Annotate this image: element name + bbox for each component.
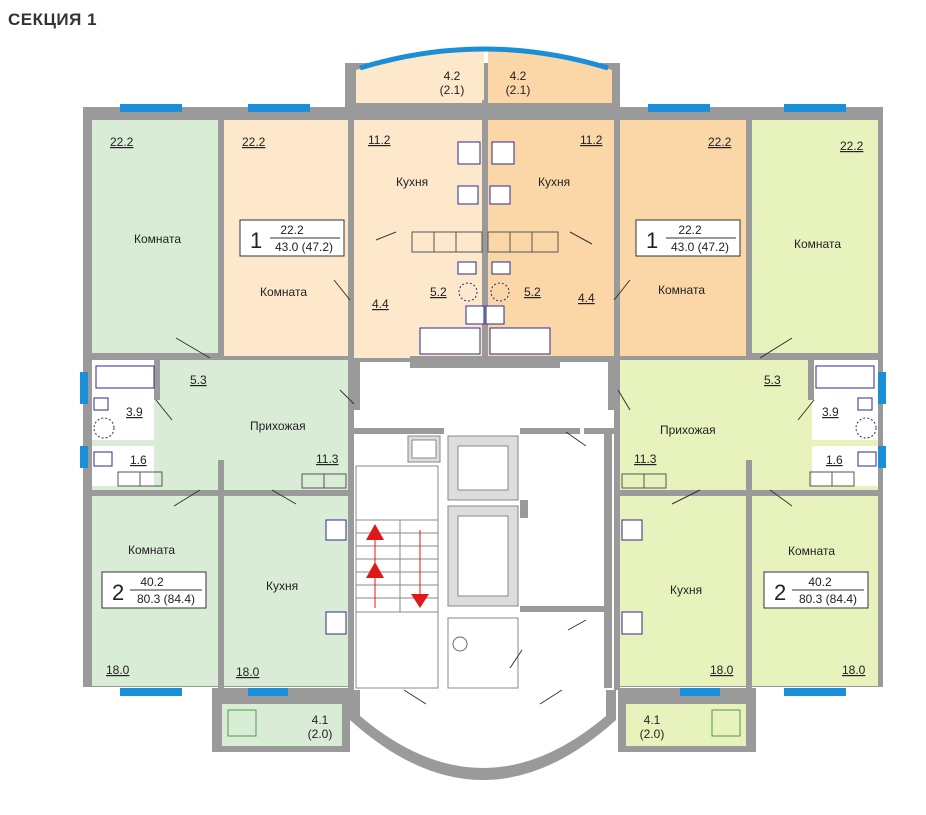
rt-badge-living: 22.2 [678,223,702,237]
lobby-walls [354,356,614,688]
lt-badge-rooms: 1 [250,228,262,253]
balcony-tr-area-alt: (2.1) [506,83,531,97]
balcony-bottom-right [626,704,746,746]
rt-badge-rooms: 1 [646,228,658,253]
balcony-br-area: 4.1 [644,713,661,727]
rb-corr-area: 5.3 [764,373,781,387]
lb-badge-total: 80.3 (84.4) [137,592,195,606]
lb-wc-area: 1.6 [130,453,147,467]
garbage-chute [452,636,468,652]
lt-hall-area: 4.4 [372,297,389,311]
balcony-bottom-left [222,704,342,746]
rt-kitchen-area: 11.2 [580,133,603,147]
bath-fixtures [93,261,877,467]
lb-kitchen-area: 18.0 [236,665,260,679]
lb-hall-area: 11.3 [316,452,339,466]
rt-room-a [752,120,878,353]
stair-down-arrow [411,594,429,608]
balcony-tr-area: 4.2 [510,69,527,83]
lb-corr-area: 5.3 [190,373,207,387]
rb-room-label: Комната [788,544,835,558]
rb-kitchen-label: Кухня [670,583,702,597]
lt-room-a-label: Комната [134,232,181,246]
wc-cabinets [117,471,855,489]
rt-room-a-label: Комната [794,237,841,251]
windows [80,104,886,696]
lt-kitchen-label: Кухня [396,175,428,189]
lt-badge-living: 22.2 [280,223,304,237]
lb-room-label: Комната [128,543,175,557]
rt-bath-area: 5.2 [524,285,541,299]
rt-hall-area: 4.4 [578,291,595,305]
rb-hall-area: 11.3 [634,452,657,466]
balcony-br-area-alt: (2.0) [640,727,665,741]
stoves [325,141,643,635]
balcony-bl-area: 4.1 [312,713,329,727]
rt-room-a-area: 22.2 [840,139,864,153]
washer-circles [93,282,877,439]
lt-room-a-area: 22.2 [110,135,134,149]
lb-kitchen-label: Кухня [266,579,298,593]
interior-walls [88,100,882,690]
lt-room-b-area: 22.2 [242,135,266,149]
lb-badge-rooms: 2 [112,580,124,605]
rt-badge-total: 43.0 (47.2) [671,240,729,254]
rb-hall-label: Прихожая [660,423,716,437]
door-lines [155,231,815,705]
rb-wc-area: 1.6 [826,453,843,467]
lb-badge-living: 40.2 [140,575,164,589]
balcony-tl-area: 4.2 [444,69,461,83]
stair-up-arrow-1 [366,524,384,540]
lb-room-area: 18.0 [106,663,130,677]
rb-badge-total: 80.3 (84.4) [799,592,857,606]
elevator-car-2 [457,515,509,597]
balcony-bl-area-alt: (2.0) [308,727,333,741]
garbage-chute-room [447,617,519,689]
stair-up-arrow-2 [366,562,384,578]
lb-hall-label: Прихожая [250,419,306,433]
elevator-car-1 [457,445,509,491]
balcony-br-box [711,709,741,737]
lt-badge-total: 43.0 (47.2) [275,240,333,254]
rb-kitchen-area: 18.0 [710,663,734,677]
rb-badge-living: 40.2 [808,575,832,589]
rb-bath-area: 3.9 [822,405,839,419]
lb-bath-area: 3.9 [126,405,143,419]
rt-room-b-area: 22.2 [708,135,732,149]
lt-kitchen-area: 11.2 [368,133,391,147]
rt-room-b-label: Комната [658,283,705,297]
kitchen-cabinets-top [411,231,559,253]
rb-badge-rooms: 2 [774,580,786,605]
entrance-floor [360,690,606,768]
lt-bath-area: 5.2 [430,285,447,299]
rb-room-area: 18.0 [842,663,866,677]
balcony-bl-box [227,709,257,737]
rt-kitchen-label: Кухня [538,175,570,189]
balcony-tl-area-alt: (2.1) [440,83,465,97]
balcony-top-arc [359,46,609,71]
stair-steps [356,519,438,613]
lt-room-b-label: Комната [260,285,307,299]
lt-room-a [92,120,218,353]
section-title: СЕКЦИЯ 1 [8,10,98,29]
